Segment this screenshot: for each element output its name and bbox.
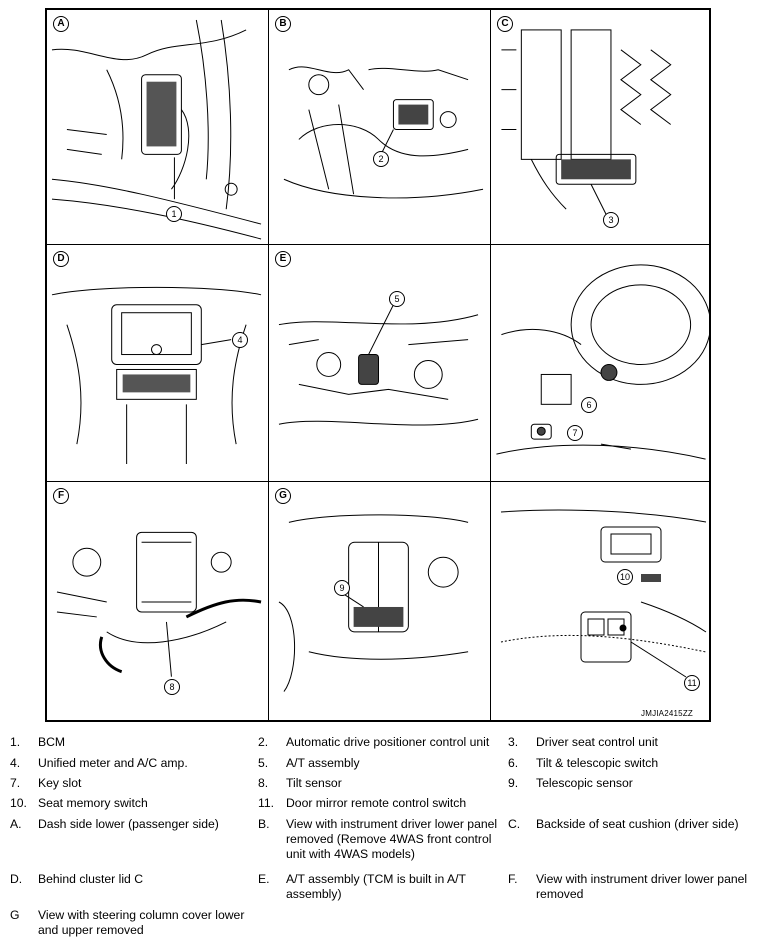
legend-text: A/T assembly (TCM is built in A/T assemb… <box>286 872 466 901</box>
legend-key: E. <box>258 872 270 886</box>
panel-letter: G <box>275 488 291 504</box>
legend-text: View with steering column cover lower an… <box>38 908 245 937</box>
panel-door-trim: 10 11 <box>491 482 711 722</box>
callout-11: 11 <box>684 675 700 691</box>
legend-key: 8. <box>258 776 269 790</box>
legend-key: 2. <box>258 735 269 749</box>
legend-text: BCM <box>38 735 66 749</box>
legend-key: 1. <box>10 735 21 749</box>
legend-key: 11. <box>258 796 275 810</box>
legend-text: Backside of seat cushion (driver side) <box>536 817 739 831</box>
panel-a: A 1 <box>47 10 269 245</box>
panel-f-drawing <box>56 531 262 677</box>
legend-text: Seat memory switch <box>38 796 148 810</box>
panel-g-drawing <box>278 514 469 692</box>
panel-f: F 8 <box>47 482 269 722</box>
component-location-figure: A 1 B 2 C <box>45 8 711 722</box>
panel-e-drawing <box>278 304 479 426</box>
legend-text: Behind cluster lid C <box>38 872 143 886</box>
callout-1: 1 <box>166 206 182 222</box>
legend-text: View with instrument driver lower panel … <box>536 872 748 901</box>
callout-10: 10 <box>617 569 633 585</box>
legend-key: 10. <box>10 796 27 810</box>
legend-text: Key slot <box>38 776 82 790</box>
legend-key: 3. <box>508 735 519 749</box>
legend-text: Tilt & telescopic switch <box>536 756 659 770</box>
legend-text: Unified meter and A/C amp. <box>38 756 188 770</box>
legend-text: A/T assembly <box>286 756 360 770</box>
callout-4: 4 <box>232 332 248 348</box>
panel-b-drawing <box>283 66 484 199</box>
legend-text: Automatic drive positioner control unit <box>286 735 490 749</box>
figure-code: JMJIA2415ZZ <box>641 709 693 718</box>
legend-key: 5. <box>258 756 269 770</box>
panel-letter: E <box>275 251 291 267</box>
panel-e: E 5 <box>269 245 491 482</box>
legend-key: A. <box>10 817 22 831</box>
panel-d: D 4 <box>47 245 269 482</box>
legend-key: B. <box>258 817 270 831</box>
panel-letter: D <box>53 251 69 267</box>
legend-key: 7. <box>10 776 21 790</box>
callout-7: 7 <box>567 425 583 441</box>
panel-d-drawing <box>51 286 262 465</box>
legend-key: C. <box>508 817 521 831</box>
legend-key: 4. <box>10 756 21 770</box>
legend-key: 6. <box>508 756 519 770</box>
legend-key: G <box>10 908 20 922</box>
legend-key: F. <box>508 872 518 886</box>
legend-text: Telescopic sensor <box>536 776 633 790</box>
panel-a-drawing <box>51 19 262 240</box>
panel-c-drawing <box>501 29 672 215</box>
callout-3: 3 <box>603 212 619 228</box>
legend-text: Tilt sensor <box>286 776 342 790</box>
legend-key: 9. <box>508 776 519 790</box>
callout-5: 5 <box>389 291 405 307</box>
legend-text: View with instrument driver lower panel … <box>286 817 498 861</box>
callout-9: 9 <box>334 580 350 596</box>
panel-b: B 2 <box>269 10 491 245</box>
panel-steering-switch: 6 7 <box>491 245 711 482</box>
legend-text: Driver seat control unit <box>536 735 658 749</box>
panel-letter: B <box>275 16 291 32</box>
panel-letter: C <box>497 16 513 32</box>
panel-door-trim-drawing <box>500 509 707 678</box>
panel-g: G 9 <box>269 482 491 722</box>
panel-letter: F <box>53 488 69 504</box>
callout-2: 2 <box>373 151 389 167</box>
panel-c: C 3 <box>491 10 711 245</box>
callout-8: 8 <box>164 679 180 695</box>
legend-text: Dash side lower (passenger side) <box>38 817 219 831</box>
panel-letter: A <box>53 16 69 32</box>
legend-text: Door mirror remote control switch <box>286 796 467 810</box>
panel-steering-switch-drawing <box>496 264 711 460</box>
legend-key: D. <box>10 872 23 886</box>
callout-6: 6 <box>581 397 597 413</box>
